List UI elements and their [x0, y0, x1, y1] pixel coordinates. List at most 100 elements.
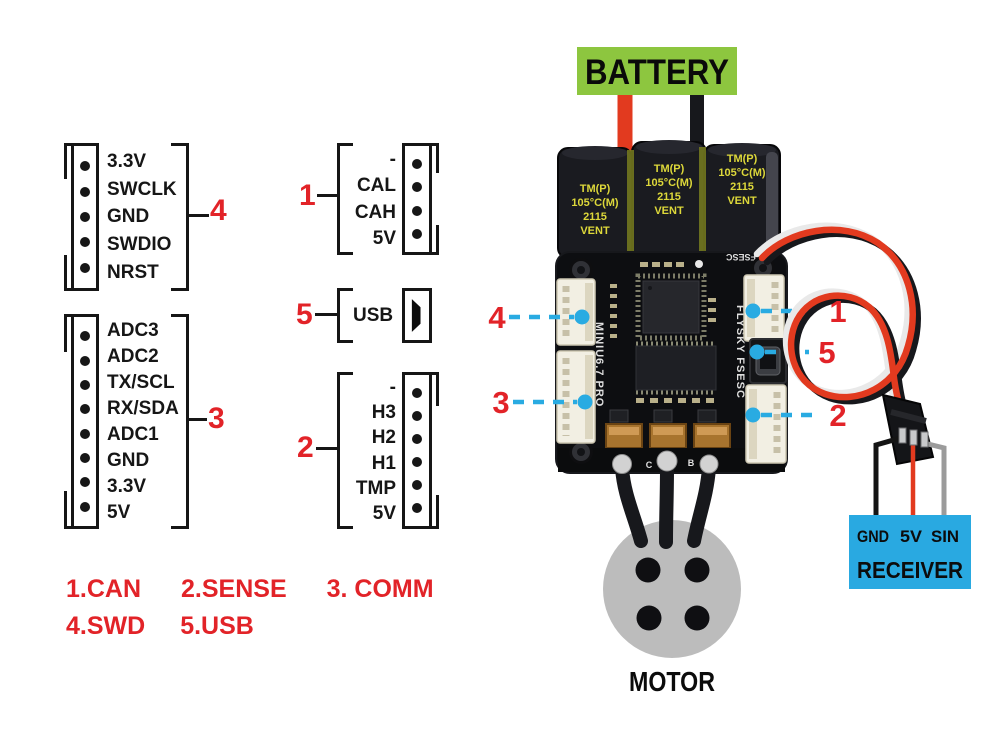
pin-label: TX/SCL	[107, 372, 175, 393]
pin-dot	[80, 452, 90, 463]
pin-dot	[80, 262, 90, 273]
swd-connector-symbol	[64, 143, 99, 291]
pin-dot	[80, 161, 90, 172]
receiver-pin-label: GND	[857, 527, 889, 546]
silkscreen-top: FSESC	[725, 252, 756, 262]
legend-row-2: 4.SWD 5.USB	[66, 614, 254, 639]
comm-connector-symbol	[64, 314, 99, 529]
pin-dot	[80, 428, 90, 439]
swd-bracket	[171, 143, 189, 291]
connector-tab	[64, 143, 74, 179]
legend-item: 1.CAN	[66, 575, 142, 603]
legend-item: 2.SENSE	[181, 575, 287, 603]
pin-label: H2	[371, 427, 396, 449]
pin-label: CAH	[354, 201, 396, 223]
servo-plug	[881, 393, 935, 466]
pin-dot	[80, 404, 90, 415]
sense-number: 2	[297, 431, 314, 464]
receiver-pin-label: SIN	[931, 527, 959, 546]
electrolytic-capacitors: TM(P) 105°C(M) 2115 VENT TM(P) 105°C(M) …	[557, 140, 781, 261]
pin-dot	[412, 228, 422, 239]
can-number: 1	[299, 179, 316, 212]
legend-item: 4.SWD	[66, 612, 146, 640]
battery-label: BATTERY	[585, 53, 729, 92]
pin-label: SWDIO	[107, 234, 172, 256]
comm-pin-labels: ADC3 ADC2 TX/SCL RX/SDA ADC1 GND 3.3V 5V	[107, 314, 192, 529]
pin-label: H1	[371, 452, 396, 474]
cap-text: 105°C(M)	[718, 167, 766, 179]
cap-text: 105°C(M)	[571, 197, 619, 209]
pin-label: H3	[371, 402, 396, 424]
cap-text: VENT	[580, 225, 610, 237]
esc-product-photo: TM(P) 105°C(M) 2115 VENT TM(P) 105°C(M) …	[488, 47, 971, 697]
jst-connector-swd	[556, 278, 596, 346]
pin-label: -	[389, 149, 396, 171]
cap-text: VENT	[654, 205, 684, 217]
receiver-sin-wire	[923, 440, 947, 516]
pin-label: RX/SDA	[107, 398, 179, 419]
legend-item: 5.USB	[180, 612, 254, 640]
connector-tab	[64, 491, 74, 529]
callout-lines	[509, 303, 820, 423]
receiver-signal-wires	[873, 434, 947, 516]
connector-tab	[429, 495, 439, 529]
usb-plug-icon-fill	[411, 299, 421, 332]
swd-number: 4	[210, 194, 227, 227]
usb-bracket	[337, 288, 353, 343]
usb-port	[749, 338, 787, 384]
swd-callout-number: 4	[488, 300, 506, 335]
connector-tab	[64, 314, 74, 352]
usb-label: USB	[353, 305, 394, 326]
cap-text: 2115	[657, 191, 681, 203]
battery-label-box	[577, 47, 737, 95]
phase-pad-label: B	[688, 458, 695, 468]
pin-label: ADC2	[107, 346, 159, 367]
can-connector-symbol	[402, 143, 439, 255]
jst-connector-sense	[745, 384, 787, 464]
can-callout-dot	[745, 303, 761, 319]
pin-dot	[412, 182, 422, 193]
swd-callout-dot	[574, 309, 590, 325]
pin-label: 5V	[107, 502, 131, 523]
usb-number: 5	[296, 298, 313, 331]
esc-pcb: FSESC MINIU6.7 PRO FLYSKY FSESC	[555, 251, 788, 474]
swd-tick-line	[189, 214, 209, 217]
pin-dot	[80, 237, 90, 248]
connector-tab	[429, 372, 439, 406]
pin-label: 3.3V	[107, 476, 147, 497]
pin-dot	[412, 480, 422, 490]
receiver-gnd-wire	[873, 434, 905, 516]
pin-label: SWCLK	[107, 178, 177, 200]
mcu-chip	[635, 273, 707, 341]
pin-dot	[412, 434, 422, 444]
gate-driver-chip	[635, 341, 717, 395]
usb-tick-line	[315, 313, 337, 316]
pin-label: CAL	[356, 175, 396, 197]
usb-callout-number: 5	[818, 335, 835, 370]
silkscreen-right: FLYSKY FSESC	[734, 305, 746, 399]
pin-dot	[80, 211, 90, 222]
receiver-box	[849, 515, 971, 589]
pin-label: ADC3	[107, 320, 159, 341]
receiver-pin-label: 5V	[900, 527, 923, 546]
pin-dot	[80, 501, 90, 512]
sense-pin-labels: - H3 H2 H1 TMP 5V	[330, 372, 396, 529]
cap-text: TM(P)	[727, 153, 758, 165]
motor-phase-wires	[615, 461, 716, 549]
capacitor-print-2: TM(P) 105°C(M) 2115 VENT	[645, 163, 693, 217]
power-inductors	[605, 423, 731, 449]
sense-callout-number: 2	[829, 398, 846, 433]
sense-connector-symbol	[402, 372, 439, 529]
phase-pad-label: C	[646, 460, 653, 470]
comm-bracket	[171, 314, 189, 529]
pin-dot	[80, 355, 90, 366]
pin-label: TMP	[355, 477, 396, 499]
comm-callout-dot	[577, 394, 593, 410]
usb-callout-dot	[749, 344, 765, 360]
pin-label: NRST	[107, 262, 159, 284]
sense-tick-line	[316, 447, 337, 450]
swd-pin-labels: 3.3V SWCLK GND SWDIO NRST	[107, 143, 187, 291]
cap-text: 2115	[730, 181, 754, 193]
pin-label: 5V	[372, 502, 396, 524]
